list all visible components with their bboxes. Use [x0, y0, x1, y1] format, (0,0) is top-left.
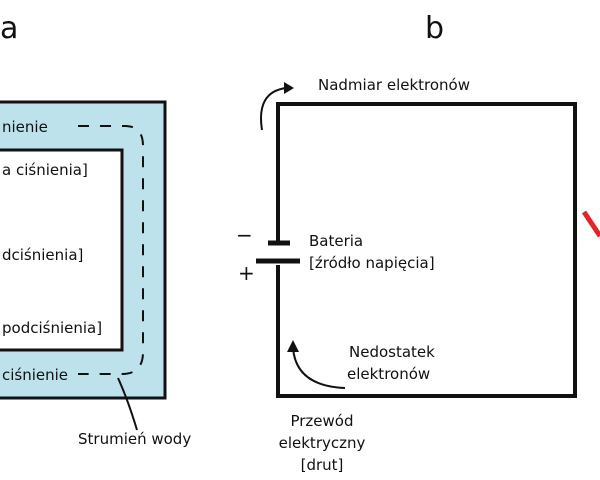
- minus-sign: −: [236, 223, 253, 247]
- pressure-label-top: nienie: [2, 118, 48, 136]
- wire-label-line2: elektryczny: [279, 434, 366, 452]
- excess-electrons-arrow: [260, 82, 294, 131]
- wire-label-line3: [drut]: [301, 456, 344, 474]
- deficit-label-line2: elektronów: [347, 365, 430, 383]
- red-connector-line: [581, 210, 600, 238]
- stream-label: Strumień wody: [78, 430, 191, 448]
- stream-pointer-line: [117, 377, 138, 431]
- wire-label-line1: Przewód: [290, 412, 353, 430]
- pressure-label-inner-top: a ciśnienia]: [2, 161, 88, 179]
- excess-electrons-label: Nadmiar elektronów: [318, 76, 470, 94]
- panel-a-letter: a: [0, 11, 18, 46]
- battery-sub-label: [źródło napięcia]: [309, 254, 435, 272]
- outer-pipe-wall: [0, 100, 167, 400]
- pressure-label-bottom: ciśnienie: [2, 366, 68, 384]
- flow-dashed-path: [78, 125, 144, 375]
- circuit-wire: [276, 102, 577, 398]
- pressure-label-inner-bottom: podciśnienia]: [2, 319, 102, 337]
- deficit-label-line1: Nedostatek: [349, 343, 435, 361]
- panel-b-letter: b: [425, 11, 444, 46]
- battery-label: Bateria: [309, 232, 363, 250]
- battery-symbol: [256, 240, 300, 264]
- inner-pipe-wall: [0, 148, 124, 352]
- water-channel: [0, 102, 165, 398]
- pressure-label-inner-mid: dciśnienia]: [2, 246, 83, 264]
- water-pipe-loop: [0, 100, 167, 400]
- deficit-electrons-arrow: [287, 340, 346, 389]
- plus-sign: +: [238, 261, 255, 285]
